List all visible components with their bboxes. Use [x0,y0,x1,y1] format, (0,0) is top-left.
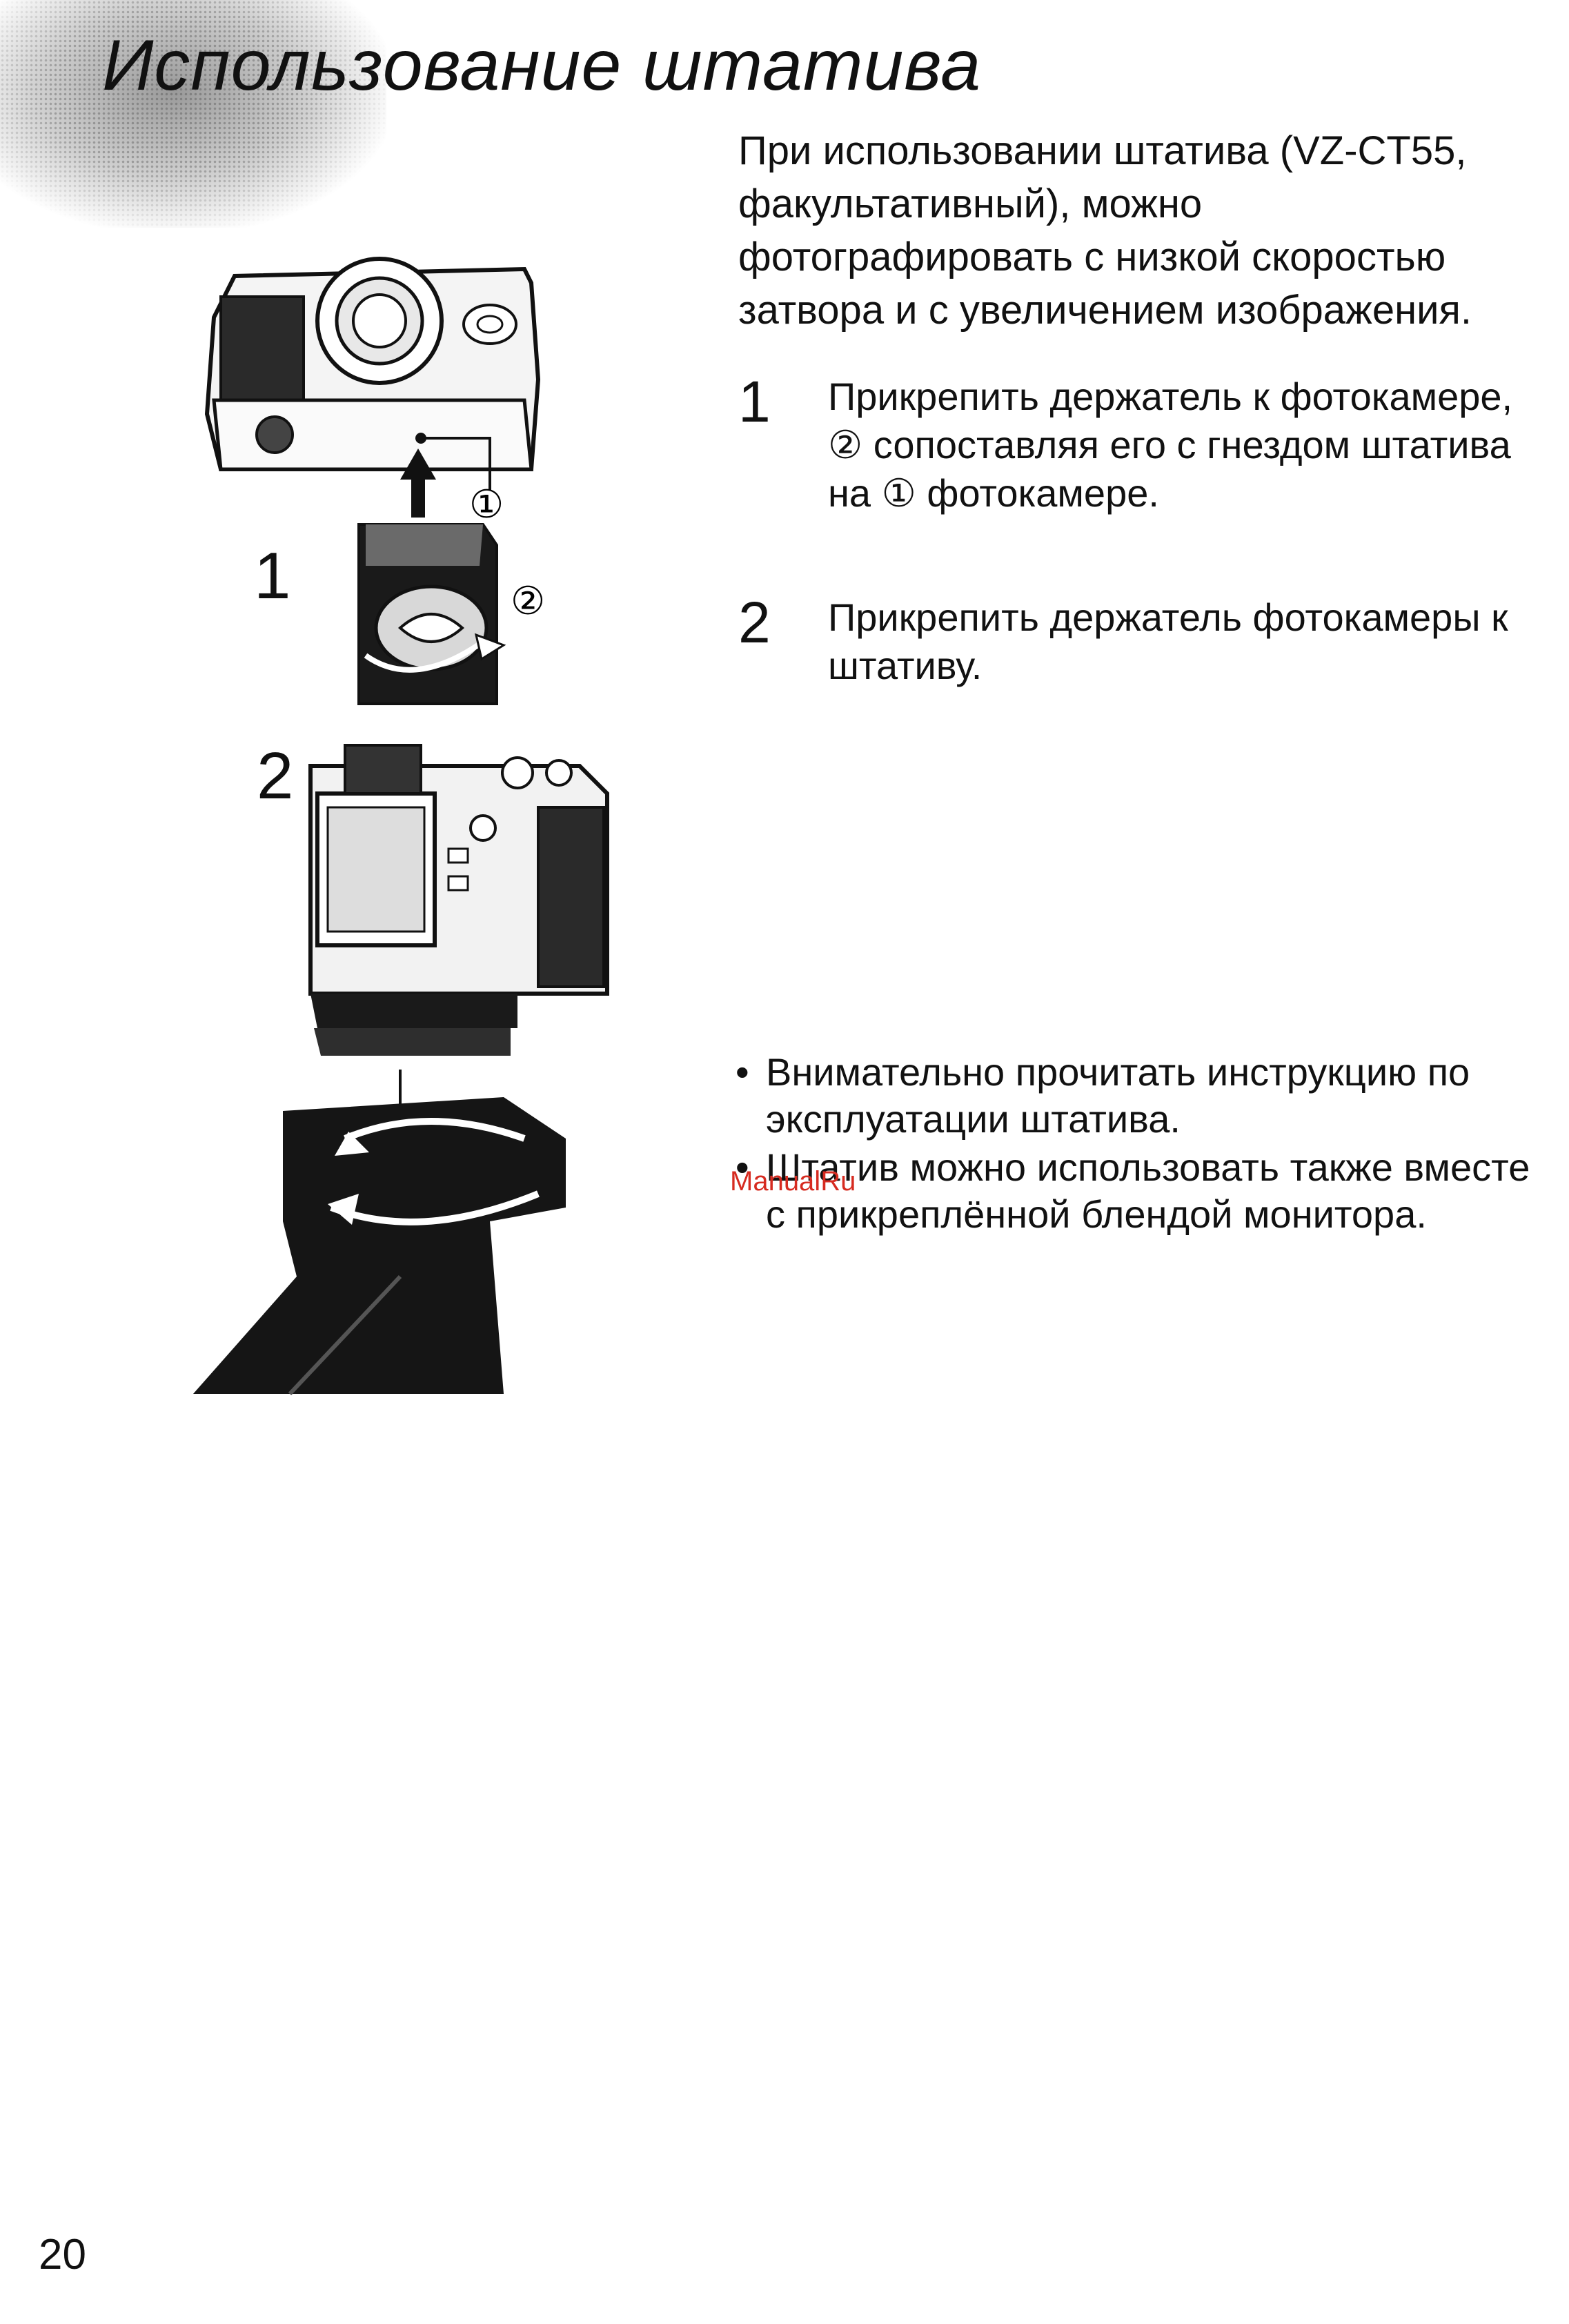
watermark: ManualRu [730,1166,856,1197]
callout-2: ② [511,579,545,624]
step-text: Прикрепить держатель фотокамеры к штатив… [828,595,1508,687]
step-number: 1 [738,369,771,434]
tripod-mounting-illustration: ① ② [193,257,609,1396]
note-text: Внимательно прочитать инструкцию по эксп… [766,1050,1470,1141]
step-text: Прикрепить держатель к фотокамере, ② соп… [828,375,1513,515]
intro-paragraph: При использовании штатива (VZ-CT55, факу… [738,128,1472,333]
tripod-head [193,1070,566,1396]
figure-step-label-2: 2 [257,739,294,813]
camera-holder [357,523,506,705]
note-item: • Внимательно прочитать инструкцию по экс… [731,1049,1532,1143]
step-number: 2 [738,590,771,655]
callout-1: ① [469,482,504,527]
page-number: 20 [39,2231,86,2278]
camera-bottom-view [204,257,541,490]
page-title: Использование штатива [102,26,982,106]
title-halftone-decoration [0,0,386,228]
note-text: Штатив можно использовать также вместе с… [766,1145,1530,1236]
bullet-icon: • [736,1145,749,1189]
figure-step-label-1: 1 [254,539,291,613]
note-item: • Штатив можно использовать также вместе … [731,1144,1532,1238]
bullet-icon: • [736,1050,749,1094]
arrow-up-icon [400,449,436,518]
camera-rear-view [308,744,609,1056]
notes-list: • Внимательно прочитать инструкцию по экс… [731,1049,1532,1239]
